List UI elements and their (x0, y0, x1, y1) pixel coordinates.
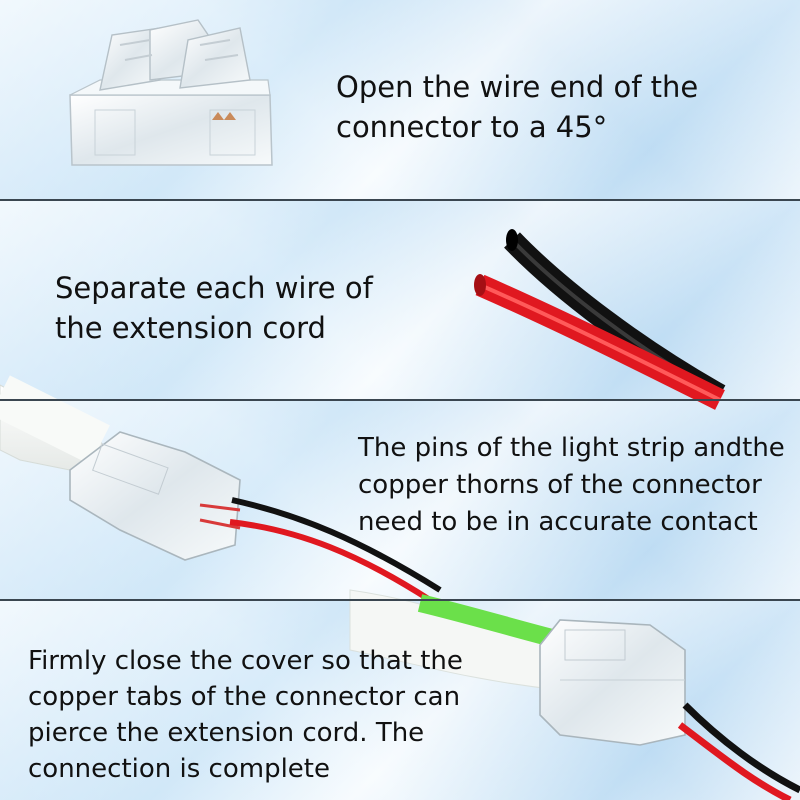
caption-line: copper tabs of the connector can (28, 682, 461, 712)
divider (0, 399, 800, 401)
caption-line: connector to a 45° (336, 110, 608, 144)
caption-line: copper thorns of the connector (358, 470, 762, 500)
caption-line: need to be in accurate contact (358, 507, 758, 537)
caption-line: The pins of the light strip andthe (358, 433, 785, 463)
open-connector-image (69, 19, 273, 166)
caption-line: connection is complete (28, 754, 330, 784)
step-3-caption: The pins of the light strip andthe coppe… (358, 430, 785, 541)
step-4-caption: Firmly close the cover so that the coppe… (28, 643, 463, 787)
closed-connection-image (349, 589, 800, 800)
caption-line: Open the wire end of the (336, 70, 699, 104)
divider (0, 599, 800, 601)
separated-wires-image (474, 229, 726, 410)
step-1-caption: Open the wire end of the connector to a … (336, 67, 698, 147)
divider (0, 199, 800, 201)
caption-line: the extension cord (55, 311, 326, 345)
strip-connection-image (0, 375, 442, 603)
caption-line: Firmly close the cover so that the (28, 646, 463, 676)
caption-line: Separate each wire of (55, 271, 373, 305)
step-2-caption: Separate each wire of the extension cord (55, 268, 373, 348)
caption-line: pierce the extension cord. The (28, 718, 425, 748)
